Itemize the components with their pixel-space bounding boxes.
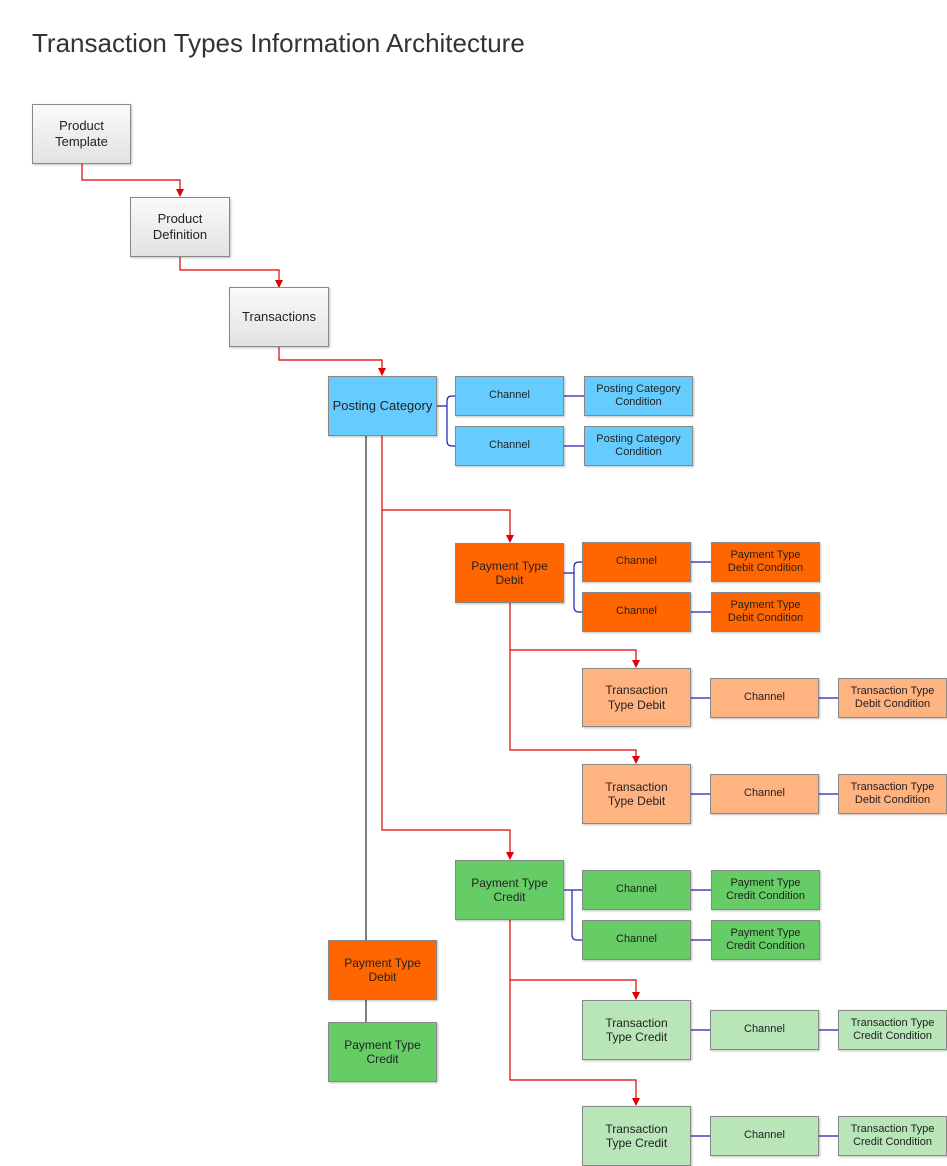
- transaction-type-debit-1[interactable]: Transaction Type Debit: [582, 668, 691, 727]
- ttc-channel-1[interactable]: Channel: [710, 1010, 819, 1050]
- posting-channel-1[interactable]: Channel: [455, 376, 564, 416]
- transaction-type-debit-condition-2[interactable]: Transaction Type Debit Condition: [838, 774, 947, 814]
- page-title: Transaction Types Information Architectu…: [32, 28, 525, 58]
- transaction-type-credit-1-label: Transaction Type Credit: [605, 1015, 668, 1044]
- credit-channel-1[interactable]: Channel: [582, 870, 691, 910]
- debit-channel-1[interactable]: Channel: [582, 542, 691, 582]
- posting-category-condition-2[interactable]: Posting Category Condition: [584, 426, 693, 466]
- arrow-template-to-definition: [81, 164, 184, 197]
- legend-payment-type-debit: Payment Type Debit: [328, 940, 437, 1000]
- payment-type-debit-condition-2-label: Payment Type Debit Condition: [727, 598, 804, 624]
- product-definition-label: Product Definition: [152, 211, 208, 242]
- arrow-posting-to-credit: [381, 510, 514, 860]
- posting-category-condition-2-label: Posting Category Condition: [596, 432, 681, 458]
- ttd-channel-1-label: Channel: [744, 691, 785, 704]
- payment-type-debit-node[interactable]: Payment Type Debit: [455, 543, 564, 603]
- transaction-type-credit-2[interactable]: Transaction Type Credit: [582, 1106, 691, 1166]
- ttd-channel-2-label: Channel: [744, 787, 785, 800]
- transaction-type-debit-2-label: Transaction Type Debit: [605, 779, 668, 808]
- credit-channel-2[interactable]: Channel: [582, 920, 691, 960]
- transactions-node[interactable]: Transactions: [229, 287, 329, 347]
- transactions-label: Transactions: [242, 309, 316, 325]
- legend-payment-type-debit-label: Payment Type Debit: [344, 955, 421, 984]
- posting-category-condition-1-label: Posting Category Condition: [596, 382, 681, 408]
- arrow-debit-to-ttd-2: [509, 650, 640, 764]
- posting-category-node[interactable]: Posting Category: [328, 376, 437, 436]
- ttd-channel-1[interactable]: Channel: [710, 678, 819, 718]
- transaction-type-credit-condition-1[interactable]: Transaction Type Credit Condition: [838, 1010, 947, 1050]
- transaction-type-credit-condition-2[interactable]: Transaction Type Credit Condition: [838, 1116, 947, 1156]
- transaction-type-debit-2[interactable]: Transaction Type Debit: [582, 764, 691, 824]
- product-template-node[interactable]: Product Template: [32, 104, 131, 164]
- debit-channel-2[interactable]: Channel: [582, 592, 691, 632]
- legend-payment-type-credit-label: Payment Type Credit: [344, 1037, 421, 1066]
- payment-type-debit-condition-2[interactable]: Payment Type Debit Condition: [711, 592, 820, 632]
- payment-type-credit-condition-2-label: Payment Type Credit Condition: [726, 926, 805, 952]
- transaction-type-credit-condition-2-label: Transaction Type Credit Condition: [850, 1122, 935, 1148]
- ttc-channel-2[interactable]: Channel: [710, 1116, 819, 1156]
- arrow-credit-to-ttc-1: [509, 920, 640, 1000]
- arrow-transactions-to-posting: [278, 347, 386, 376]
- ttc-channel-1-label: Channel: [744, 1023, 785, 1036]
- payment-type-credit-label: Payment Type Credit: [471, 875, 548, 904]
- debit-channel-1-label: Channel: [616, 555, 657, 568]
- payment-type-credit-condition-1[interactable]: Payment Type Credit Condition: [711, 870, 820, 910]
- product-definition-node[interactable]: Product Definition: [130, 197, 230, 257]
- payment-type-debit-condition-1-label: Payment Type Debit Condition: [727, 548, 804, 574]
- bracket-posting-channels: [437, 395, 455, 447]
- credit-channel-1-label: Channel: [616, 883, 657, 896]
- bracket-debit-channels: [564, 561, 582, 613]
- posting-channel-2[interactable]: Channel: [455, 426, 564, 466]
- payment-type-debit-label: Payment Type Debit: [471, 558, 548, 587]
- payment-type-credit-condition-1-label: Payment Type Credit Condition: [726, 876, 805, 902]
- transaction-type-credit-2-label: Transaction Type Credit: [605, 1121, 668, 1150]
- product-template-label: Product Template: [55, 118, 108, 149]
- transaction-type-debit-condition-1[interactable]: Transaction Type Debit Condition: [838, 678, 947, 718]
- posting-category-condition-1[interactable]: Posting Category Condition: [584, 376, 693, 416]
- transaction-type-debit-condition-1-label: Transaction Type Debit Condition: [850, 684, 935, 710]
- transaction-type-debit-1-label: Transaction Type Debit: [605, 683, 668, 712]
- legend-payment-type-credit: Payment Type Credit: [328, 1022, 437, 1082]
- transaction-type-debit-condition-2-label: Transaction Type Debit Condition: [850, 780, 935, 806]
- posting-channel-1-label: Channel: [489, 389, 530, 402]
- arrow-debit-to-ttd-1: [509, 603, 640, 668]
- posting-channel-2-label: Channel: [489, 439, 530, 452]
- transaction-type-credit-condition-1-label: Transaction Type Credit Condition: [850, 1016, 935, 1042]
- credit-channel-2-label: Channel: [616, 933, 657, 946]
- debit-channel-2-label: Channel: [616, 605, 657, 618]
- payment-type-credit-condition-2[interactable]: Payment Type Credit Condition: [711, 920, 820, 960]
- arrow-definition-to-transactions: [179, 257, 283, 288]
- bracket-credit-channels: [564, 889, 582, 941]
- ttc-channel-2-label: Channel: [744, 1129, 785, 1142]
- arrow-credit-to-ttc-2: [509, 980, 640, 1106]
- arrow-posting-to-debit: [381, 436, 514, 543]
- posting-category-label: Posting Category: [332, 398, 433, 414]
- ttd-channel-2[interactable]: Channel: [710, 774, 819, 814]
- transaction-type-credit-1[interactable]: Transaction Type Credit: [582, 1000, 691, 1060]
- payment-type-debit-condition-1[interactable]: Payment Type Debit Condition: [711, 542, 820, 582]
- payment-type-credit-node[interactable]: Payment Type Credit: [455, 860, 564, 920]
